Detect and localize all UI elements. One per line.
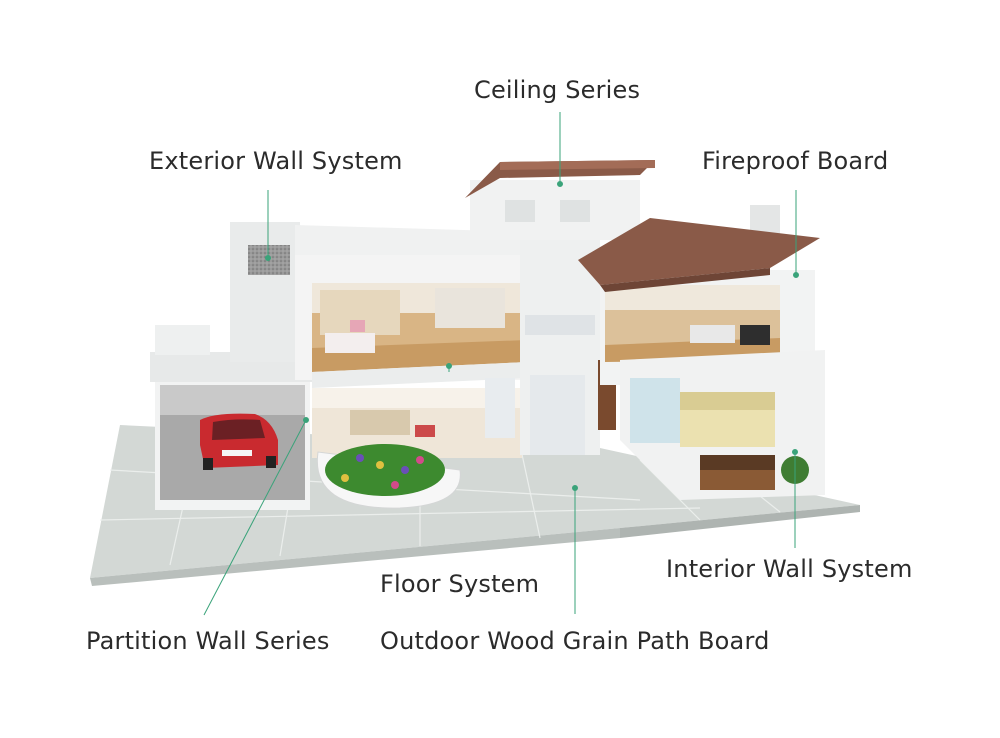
label-fireproof-board: Fireproof Board [702,147,889,175]
leader-lines [203,112,799,616]
label-outdoor-wood-grain-path-board: Outdoor Wood Grain Path Board [380,627,770,655]
red-car [200,413,278,470]
main-house [295,225,616,458]
leader-dot-floor-system [446,363,452,369]
leader-dot-outdoor-wood-grain-path-board [572,485,578,491]
leader-dot-interior-wall-system [792,449,798,455]
leader-dot-ceiling-series [557,181,563,187]
label-partition-wall-series: Partition Wall Series [86,627,330,655]
leader-dot-partition-wall-series [303,417,309,423]
garage [150,325,315,510]
left-wall-block [230,222,300,362]
label-interior-wall-system: Interior Wall System [666,555,913,583]
label-exterior-wall-system: Exterior Wall System [149,147,403,175]
label-floor-system: Floor System [380,570,540,598]
penthouse [465,160,655,240]
label-ceiling-series: Ceiling Series [474,76,641,104]
leader-line-partition-wall-series [203,419,307,616]
garden-bed [316,444,461,509]
leader-dot-fireproof-board [793,272,799,278]
right-wing [578,205,825,500]
leader-dot-exterior-wall-system [265,255,271,261]
